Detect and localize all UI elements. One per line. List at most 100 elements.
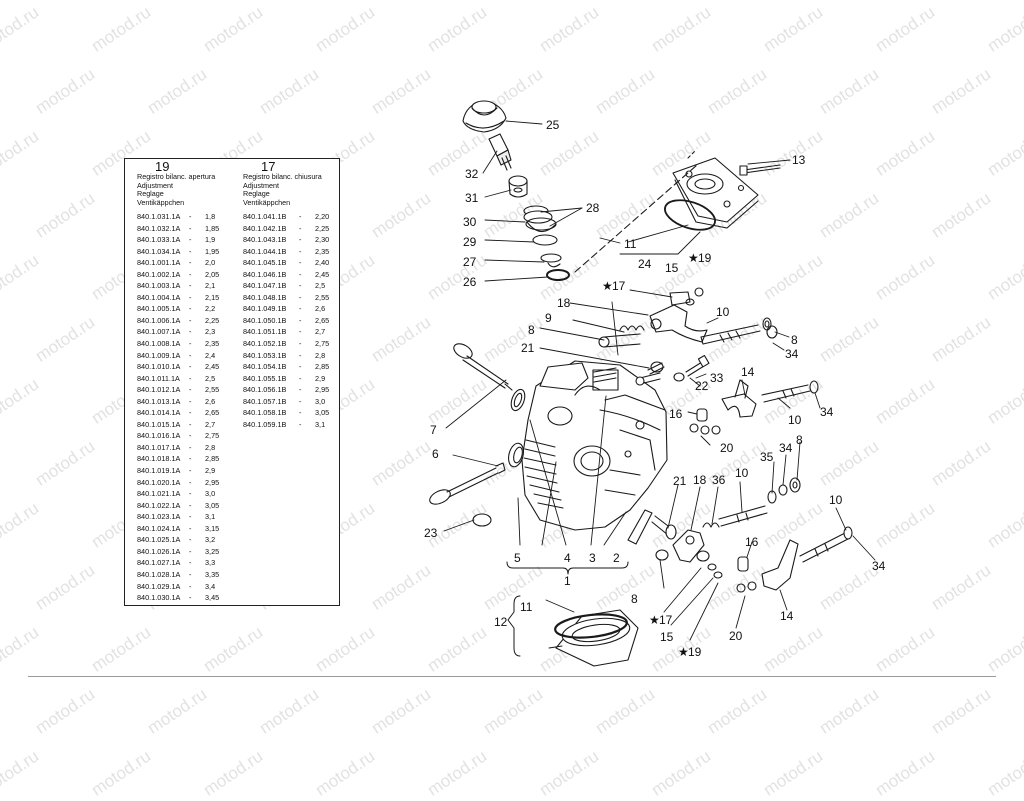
table-row: 840.1.018.1A-2,85 [137,453,237,465]
footer-rule [28,676,996,677]
table-row: 840.1.017.1A-2,8 [137,442,237,454]
callout-25: 25 [546,118,560,132]
table-row: 840.1.051.1B-2,7 [243,326,343,338]
callout-10-low: 10 [735,466,749,480]
table-row: 840.1.053.1B-2,8 [243,350,343,362]
dashdot-axis [687,149,697,159]
callout-35: 35 [760,450,774,464]
part-code: 840.1.015.1A [137,419,181,429]
part-code: 840.1.013.1A [137,396,181,406]
separator: - [189,246,192,256]
part-code: 840.1.003.1A [137,281,181,291]
part-code: 840.1.034.1A [137,246,181,256]
table-row: 840.1.026.1A-3,25 [137,546,237,558]
sensor-32 [488,133,512,171]
shim-thickness: 2,6 [205,396,216,406]
separator: - [189,431,192,441]
header-line: Reglage [137,189,164,199]
callout-33: 33 [710,371,724,385]
callout-15-top: 15 [665,261,679,275]
callout-18-top: 18 [557,296,571,310]
callout-20-low: 20 [729,629,743,643]
callout-36: 36 [712,473,726,487]
shim-thickness: 2,75 [315,339,330,349]
shim-thickness: 2,95 [315,385,330,395]
separator: - [189,569,192,579]
separator: - [299,339,302,349]
shim-thickness: 2,65 [205,408,220,418]
separator: - [189,489,192,499]
separator: - [189,558,192,568]
separator: - [189,327,192,337]
part-code: 840.1.043.1B [243,235,287,245]
bolt-13 [739,164,781,176]
shim-thickness: 2,20 [315,212,330,221]
part-code: 840.1.033.1A [137,235,181,245]
part-code: 840.1.017.1A [137,442,181,452]
table-row: 840.1.047.1B-2,5 [243,280,343,292]
part-code: 840.1.009.1A [137,350,181,360]
separator: - [299,373,302,383]
callout-10: 10 [716,305,730,319]
callout-34: 34 [785,347,799,361]
part-code: 840.1.005.1A [137,304,181,314]
shim-thickness: 2,65 [315,315,330,325]
table-row: 840.1.025.1A-3,2 [137,534,237,546]
part-code: 840.1.051.1B [243,327,287,337]
table-row: 840.1.050.1B-2,65 [243,315,343,327]
table-row: 840.1.001.1A-2,0 [137,257,237,269]
shim-thickness: 3,35 [205,569,220,579]
part-code: 840.1.025.1A [137,535,181,545]
callout-20: 20 [720,441,734,455]
separator: - [189,512,192,522]
shim-thickness: 3,05 [315,408,330,418]
callout-22: 22 [695,379,709,393]
callout-34-low: 34 [779,441,793,455]
separator: - [299,362,302,372]
callout-8-low: 8 [796,433,803,447]
table-row: 840.1.004.1A-2,15 [137,292,237,304]
table-row: 840.1.055.1B-2,9 [243,373,343,385]
table-row: 840.1.057.1B-3,0 [243,396,343,408]
table-row: 840.1.058.1B - 3,05 [243,407,343,419]
cap-25 [462,100,507,133]
part-code: 840.1.058.1B [243,408,287,418]
shim-thickness: 2,85 [205,454,220,464]
table-row: 840.1.041.1B-2,20 [243,211,343,223]
table-row: 840.1.023.1A-3,1 [137,511,237,523]
table-row: 840.1.024.1A-3,15 [137,523,237,535]
ring-28-stack [523,205,570,281]
callout-21-low: 21 [673,474,687,488]
star-marker: ★ [688,251,699,265]
callout-16: 16 [669,407,683,421]
callout-14: 14 [741,365,755,379]
separator: - [299,419,302,429]
shim-thickness: 2,0 [205,258,216,268]
part-code: 840.1.024.1A [137,523,181,533]
shaft-10-far [799,526,853,563]
part-code: 840.1.044.1B [243,246,287,256]
valve-seat-ring [508,442,524,468]
callout-28: 28 [586,201,600,215]
separator: - [299,408,302,418]
part-code: 840.1.001.1A [137,258,181,268]
table-row: 840.1.011.1A-2,5 [137,373,237,385]
callout-3: 3 [589,551,596,565]
cover-plate [672,157,759,229]
callout-30: 30 [463,215,477,229]
shim-spec-table: 19 Registro bilanc. apertura Adjustment … [124,158,340,606]
part-code: 840.1.053.1B [243,350,287,360]
parts-16-20-lower [736,556,757,593]
header-line: Ventikäppchen [243,197,291,207]
callout-8-bottom: 8 [631,592,638,606]
shim-thickness: 2,75 [205,431,220,441]
separator: - [189,362,192,372]
header-line: Registro bilanc. apertura [137,172,216,181]
separator: - [189,269,192,279]
pin-8-upper [598,333,641,348]
part-code: 840.1.032.1A [137,223,181,233]
shim-thickness: 2,9 [315,373,326,383]
shim-thickness: 3,2 [205,535,216,545]
separator: - [189,315,192,325]
